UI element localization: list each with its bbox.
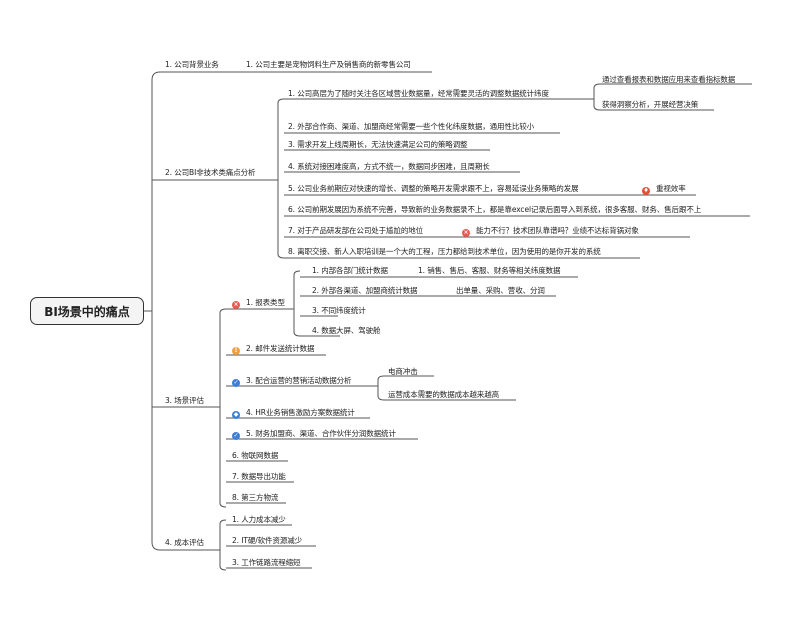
report-dashboard: 4. 数据大屏、驾驶舱 <box>312 326 381 335</box>
branch-scenario-assessment: 3. 场景评估 <box>165 396 204 405</box>
cost-it-resources: 2. IT硬/软件资源减少 <box>232 536 303 545</box>
pain-point-5: 5. 公司业务前期应对快速的增长、调整的策略开发需求跟不上，容易延误业务策略的发… <box>288 184 579 193</box>
blue-check-icon: ✓ <box>232 379 240 387</box>
red-x-icon: × <box>232 301 240 309</box>
cost-labor: 1. 人力成本减少 <box>232 515 286 524</box>
report-dimensions: 3. 不同纬度统计 <box>312 306 366 315</box>
scenario-hr-incentive-label: 4. HR业务销售激励方案数据统计 <box>246 408 355 417</box>
marketing-cost: 运营成本需要的数据成本越来越高 <box>388 390 499 399</box>
scenario-export: 7. 数据导出功能 <box>232 472 286 481</box>
pain-point-1: 1. 公司高层为了随时关注各区域营业数据量，经常需要灵活的调整数据统计纬度 <box>288 89 549 98</box>
cost-workflow: 3. 工作链路流程缩短 <box>232 558 301 567</box>
pain-point-1-sub-b: 获得洞察分析，开展经营决策 <box>602 100 699 109</box>
pain-point-1-sub-a: 通过查看报表和数据应用来查看指标数据 <box>602 75 736 84</box>
efficiency-label: 重视效率 <box>656 184 686 193</box>
pain-point-7: 7. 对于产品研发部在公司处于尴尬的地位 <box>288 226 424 235</box>
blue-shield-icon: ◆ <box>232 411 240 419</box>
scenario-finance-profit-label: 5. 财务加盟商、渠道、合作伙伴分润数据统计 <box>246 429 396 438</box>
company-business-desc: 1. 公司主要是宠物饲料生产及销售商的新零售公司 <box>246 60 411 69</box>
root-topic: BI场景中的痛点 <box>30 297 144 325</box>
pain-point-8: 8. 离职交接、新人入职培训是一个大的工程，压力都给到技术单位，因为使用的是你开… <box>288 247 601 256</box>
pain-point-2: 2. 外部合作商、渠道、加盟商经常需要一些个性化纬度数据，通用性比较小 <box>288 122 535 131</box>
red-x-icon: × <box>462 229 470 237</box>
branch-company-background: 1. 公司背景业务 <box>165 60 219 69</box>
report-internal-dept: 1. 内部各部门统计数据 <box>312 266 388 275</box>
scenario-email-stats-label: 2. 邮件发送统计数据 <box>246 344 315 353</box>
fire-icon: ♦ <box>642 187 650 195</box>
report-internal-dept-detail: 1. 销售、售后、客服、财务等相关纬度数据 <box>418 266 561 275</box>
scenario-report-types: × 1. 报表类型 <box>232 298 285 309</box>
pain-point-3: 3. 需求开发上线周期长，无法快速满足公司的策略调整 <box>288 140 468 149</box>
branch-pain-analysis: 2. 公司BI非技术类痛点分析 <box>165 168 256 177</box>
scenario-iot: 6. 物联网数据 <box>232 451 279 460</box>
pain-point-7-note: × 能力不行？技术团队靠谱吗？业绩不达标背锅对象 <box>462 226 639 237</box>
report-external-channels: 2. 外部各渠道、加盟商统计数据 <box>312 286 418 295</box>
pain-point-6: 6. 公司前期发展因为系统不完善，导致新的业务数据录不上，都是靠excel记录后… <box>288 205 702 214</box>
scenario-report-types-label: 1. 报表类型 <box>246 298 285 307</box>
orange-flag-icon: ! <box>232 347 240 355</box>
efficiency-note: ♦ 重视效率 <box>642 184 686 195</box>
scenario-hr-incentive: ◆ 4. HR业务销售激励方案数据统计 <box>232 408 355 419</box>
marketing-ecommerce: 电商冲击 <box>388 367 418 376</box>
scenario-email-stats: ! 2. 邮件发送统计数据 <box>232 344 315 355</box>
branch-cost-assessment: 4. 成本评估 <box>165 538 204 547</box>
pain-point-4: 4. 系统对接困难度高，方式不统一，数据同步困难，且周期长 <box>288 162 490 171</box>
scenario-marketing-label: 3. 配合运营的营销活动数据分析 <box>246 376 352 385</box>
pain-point-7-note-label: 能力不行？技术团队靠谱吗？业绩不达标背锅对象 <box>476 226 639 235</box>
scenario-marketing: ✓ 3. 配合运营的营销活动数据分析 <box>232 376 352 387</box>
scenario-logistics: 8. 第三方物流 <box>232 493 279 502</box>
blue-check-icon: ✓ <box>232 432 240 440</box>
report-external-channels-detail: 出单量、采购、营收、分润 <box>456 286 545 295</box>
scenario-finance-profit: ✓ 5. 财务加盟商、渠道、合作伙伴分润数据统计 <box>232 429 396 440</box>
